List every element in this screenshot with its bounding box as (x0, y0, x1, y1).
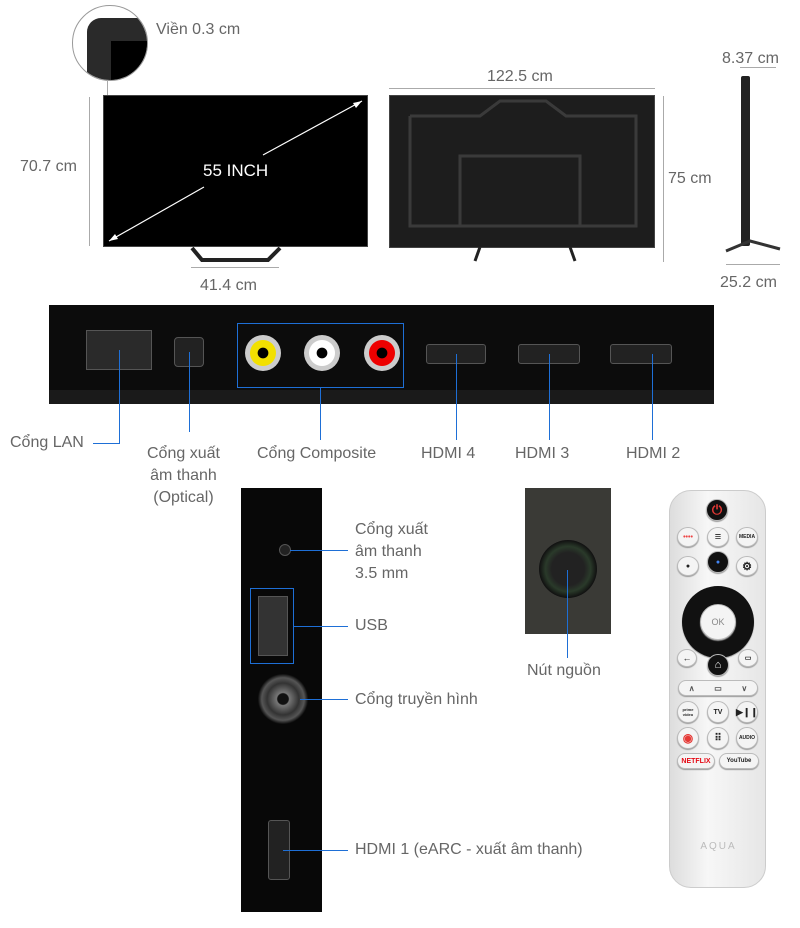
ok-button: OK (700, 604, 736, 640)
apps-icon: ⠿ (707, 727, 729, 749)
lan-label: Cổng LAN (10, 434, 84, 451)
mic-icon: ● (707, 551, 729, 573)
assistant-icon: •••• (677, 527, 699, 547)
audio-button: AUDIO (736, 727, 758, 749)
stand-depth-arrow (726, 264, 780, 265)
antenna-label: Cổng truyền hình (355, 691, 478, 708)
hdmi4-label: HDMI 4 (421, 445, 476, 462)
tv-side (741, 76, 750, 246)
tv-back (389, 95, 655, 248)
media-button: MEDIA (736, 527, 758, 547)
composite-label: Cổng Composite (257, 445, 377, 462)
settings-icon: ⚙ (736, 556, 758, 576)
diagonal-arrow (108, 100, 363, 242)
stand-width-arrow (191, 267, 279, 268)
screen-size-label: 55 INCH (203, 161, 269, 180)
tv-icon: ▭ (738, 649, 758, 667)
channel-bar: ∧▭∨ (678, 680, 758, 696)
bezel-label: Viền 0.3 cm (156, 21, 241, 38)
prime-video-button: prime video (677, 701, 699, 723)
depth-label: 8.37 cm (722, 50, 779, 67)
hdmi3-label: HDMI 3 (515, 445, 570, 462)
back-icon: ← (677, 649, 697, 667)
usb-port (258, 596, 288, 656)
hdmi1-label: HDMI 1 (eARC - xuất âm thanh) (355, 841, 583, 858)
composite-red (364, 335, 400, 371)
menu-icon: ≡ (707, 527, 729, 547)
power-button (539, 540, 597, 598)
composite-white (304, 335, 340, 371)
power-label: Nút nguồn (527, 662, 601, 679)
hdmi2-port (610, 344, 672, 364)
height-stand-arrow (663, 96, 664, 262)
tv-stand (190, 246, 282, 262)
height-arrow (89, 97, 90, 246)
side-stand (725, 239, 781, 253)
netflix-button: NETFLIX (677, 753, 715, 769)
profile-icon: ● (677, 556, 699, 576)
remote-control: ⏻ •••• ≡ MEDIA ● ● ⚙ OK ← ⌂ ▭ ∧▭∨ prime … (669, 490, 766, 888)
tv-front (103, 95, 368, 247)
hdmi2-label: HDMI 2 (626, 445, 681, 462)
usb-label: USB (355, 617, 388, 634)
bezel-zoom (72, 5, 148, 81)
back-stand (473, 246, 577, 262)
play-pause-icon: ▶❙❙ (736, 701, 758, 723)
composite-yellow (245, 335, 281, 371)
antenna-port (258, 674, 308, 724)
width-arrow (389, 88, 655, 89)
tv-button: TV (707, 701, 729, 723)
width-label: 122.5 cm (487, 68, 553, 85)
stand-width-label: 41.4 cm (200, 277, 257, 294)
stand-depth-label: 25.2 cm (720, 274, 777, 291)
youtube-music-icon: ◉ (677, 727, 699, 749)
remote-brand-logo: AQUA (700, 841, 737, 852)
height-stand-label: 75 cm (668, 170, 712, 187)
dpad: OK (682, 586, 754, 658)
home-icon: ⌂ (707, 654, 729, 676)
power-icon: ⏻ (706, 499, 728, 521)
youtube-button: YouTube (719, 753, 759, 769)
depth-arrow (740, 67, 776, 68)
height-front-label: 70.7 cm (20, 158, 77, 175)
